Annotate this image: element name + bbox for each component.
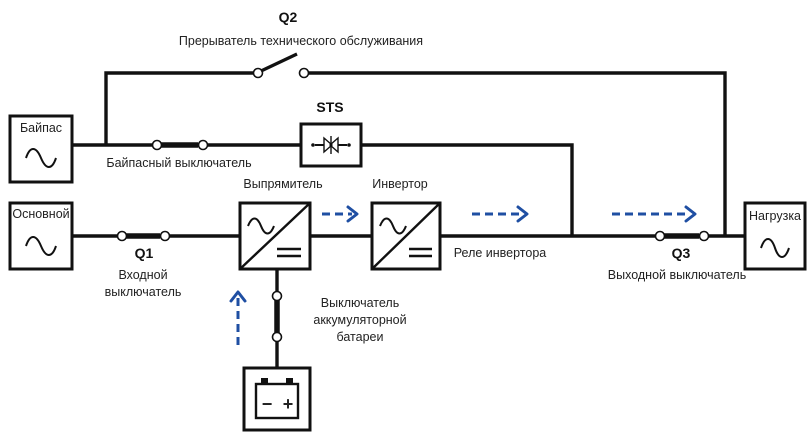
inverter-block	[370, 201, 442, 271]
battery-switch[interactable]	[271, 290, 283, 343]
maintenance-breaker-label: Прерыватель технического обслуживания	[179, 34, 423, 48]
sine-wave-icon	[25, 148, 57, 168]
output-switch-label: Выходной выключатель	[608, 268, 746, 282]
q2-label: Q2	[279, 9, 298, 25]
thyristor-icon	[311, 136, 351, 154]
battery-minus: −	[262, 394, 273, 414]
sine-wave-icon	[247, 217, 275, 235]
dashed-arrow-icon	[229, 290, 247, 345]
battery-icon: − +	[242, 366, 312, 432]
sts-block	[299, 122, 363, 168]
battery-switch-label-2: аккумуляторной	[313, 313, 406, 327]
main-label: Основной	[12, 207, 69, 221]
input-switch-label-2: выключатель	[105, 285, 182, 299]
q1-input-switch[interactable]	[116, 230, 171, 242]
q1-label: Q1	[135, 245, 154, 261]
load-block: Нагрузка	[743, 201, 807, 271]
bypass-source: Байпас	[8, 114, 74, 184]
main-source: Основной	[8, 201, 74, 271]
battery-plus: +	[283, 394, 294, 414]
inverter-label: Инвертор	[372, 177, 428, 191]
sine-wave-icon	[25, 236, 57, 256]
q2-maintenance-switch[interactable]	[252, 52, 310, 79]
dashed-arrow-icon	[612, 205, 697, 223]
battery-switch-label-1: Выключатель	[321, 296, 399, 310]
maintenance-bypass-line	[104, 71, 727, 236]
sts-output-wire	[361, 143, 574, 236]
rectifier-block	[238, 201, 312, 271]
bypass-switch[interactable]	[151, 139, 209, 151]
bypass-label: Байпас	[20, 121, 62, 135]
q3-output-switch[interactable]	[654, 230, 710, 242]
inverter-relay-label: Реле инвертора	[454, 246, 547, 260]
sts-label: STS	[316, 99, 343, 115]
rectifier-label: Выпрямитель	[243, 177, 322, 191]
load-label: Нагрузка	[749, 209, 801, 223]
bypass-switch-label: Байпасный выключатель	[106, 156, 251, 170]
dashed-arrow-icon	[322, 205, 359, 223]
q3-label: Q3	[672, 245, 691, 261]
input-switch-label-1: Входной	[118, 268, 167, 282]
sine-wave-icon	[379, 217, 407, 235]
battery-switch-label-3: батареи	[337, 330, 384, 344]
dashed-arrow-icon	[472, 205, 529, 223]
sine-wave-icon	[760, 238, 790, 258]
